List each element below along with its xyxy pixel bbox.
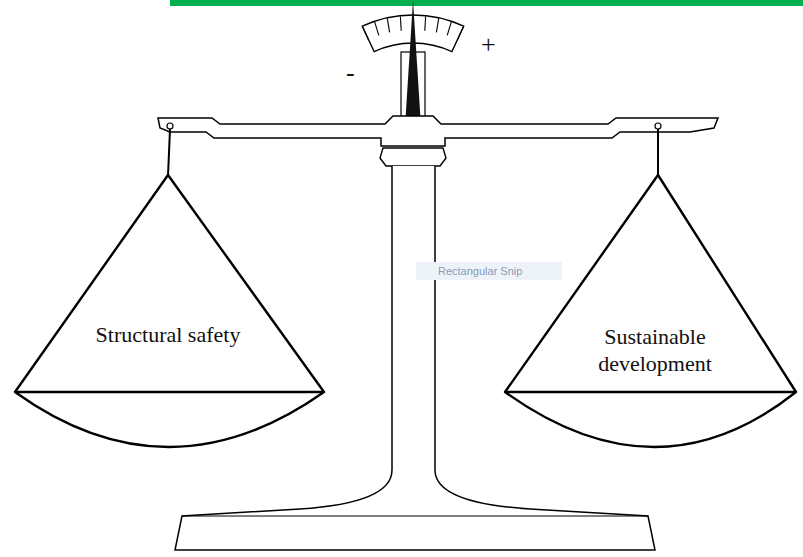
- pan-label: Sustainable development: [580, 324, 730, 378]
- top-bar: [170, 0, 803, 6]
- hanger-string: [657, 129, 659, 176]
- pan-outline: [12, 172, 330, 454]
- gauge-sign: -: [346, 58, 355, 88]
- pan-label: Structural safety: [93, 322, 243, 349]
- base-edge: [182, 515, 648, 516]
- pivot-block: [380, 148, 446, 166]
- balance-pan: Sustainable development: [500, 172, 800, 454]
- balance-pan: Structural safety: [12, 172, 330, 454]
- balance-beam: [158, 116, 718, 146]
- gauge-sign: +: [481, 30, 496, 60]
- hanger-ring: [655, 123, 661, 129]
- watermark: Rectangular Snip: [416, 262, 562, 280]
- gauge-needle: [405, 0, 421, 127]
- hanger-ring: [167, 123, 173, 129]
- hanger-string: [168, 129, 170, 176]
- pan-outline: [500, 172, 800, 454]
